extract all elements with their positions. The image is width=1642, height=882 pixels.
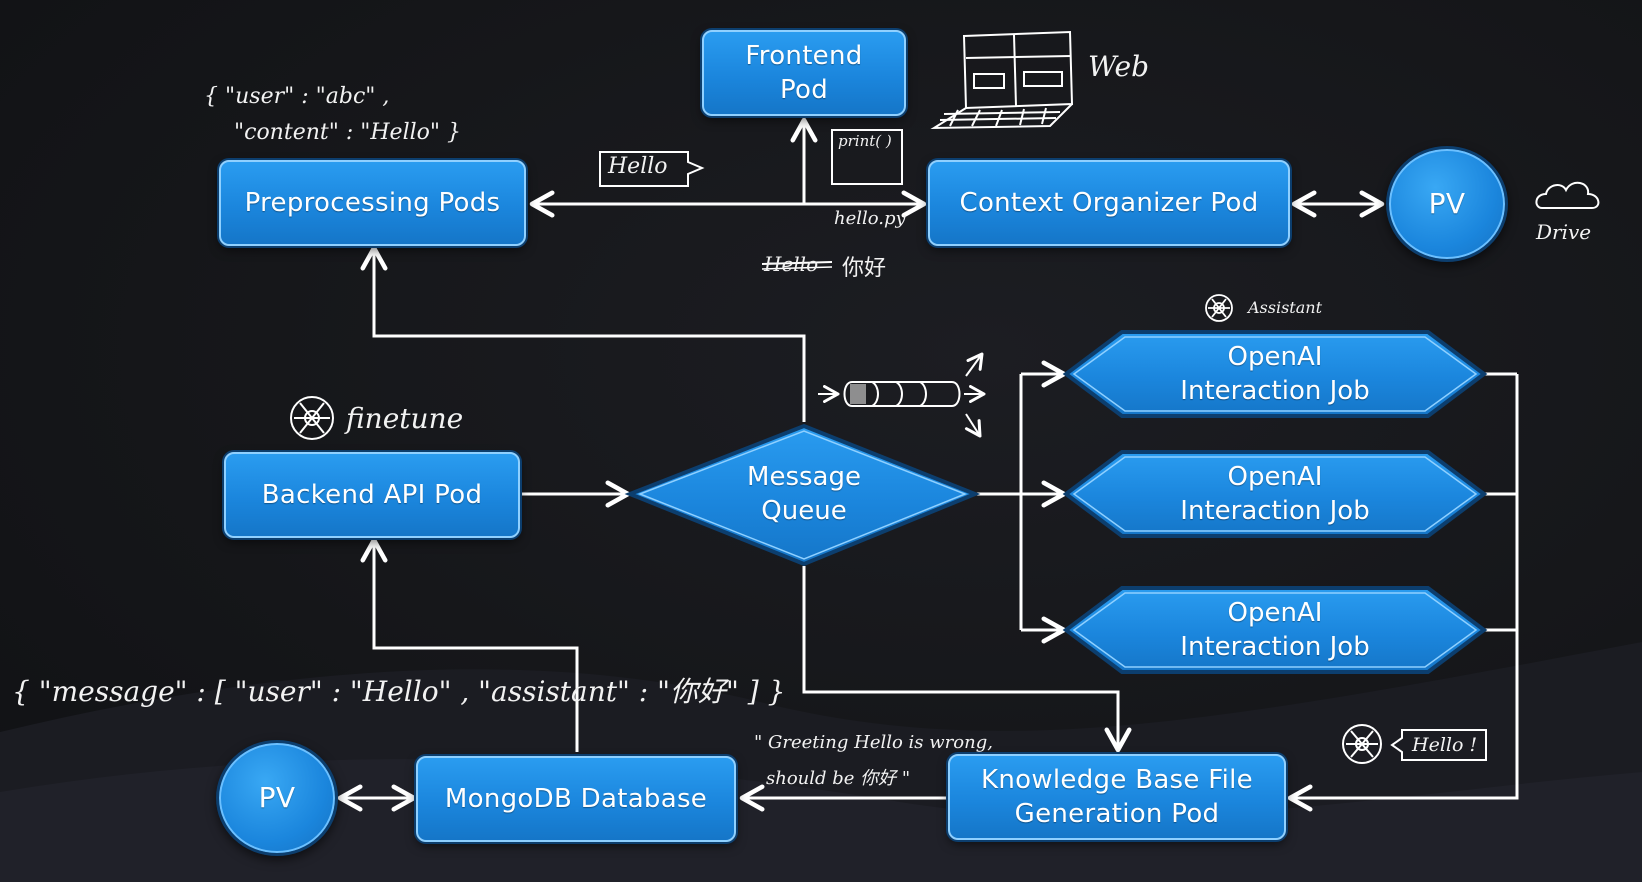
openai-job-1[interactable]: OpenAI Interaction Job bbox=[1180, 342, 1370, 406]
hello-bang-label: Hello ! bbox=[1412, 734, 1478, 756]
greeting-line-1: " Greeting Hello is wrong, bbox=[754, 732, 993, 753]
message-json-label: { "message" : [ "user" : "Hello" , "assi… bbox=[12, 675, 786, 708]
drive-label: Drive bbox=[1536, 220, 1592, 244]
user-json-line-1: { "user" : "abc" , bbox=[204, 84, 390, 109]
context-organizer-pod[interactable]: Context Organizer Pod bbox=[928, 160, 1290, 246]
edge-queue-knowledge bbox=[802, 566, 1132, 753]
hello-bang-bubble bbox=[1390, 729, 1487, 761]
assistant-label: Assistant bbox=[1248, 298, 1323, 317]
user-json-line-2: "content" : "Hello" } bbox=[234, 120, 461, 145]
laptop-icon bbox=[930, 30, 1074, 130]
cloud-icon bbox=[1535, 181, 1600, 209]
print-sheet-shape bbox=[831, 129, 903, 185]
mongodb-database[interactable]: MongoDB Database bbox=[416, 756, 736, 842]
finetune-label: finetune bbox=[346, 402, 464, 435]
openai-job-shapes bbox=[1062, 330, 1488, 674]
message-queue-shape bbox=[624, 423, 981, 567]
pv-bottom[interactable]: PV bbox=[216, 740, 338, 856]
edge-mongodb-backend bbox=[360, 537, 579, 752]
greeting-line-2: should be 你好 " bbox=[766, 768, 911, 789]
hello-bubble-shape bbox=[599, 151, 705, 187]
hello-bubble-label: Hello bbox=[608, 154, 668, 179]
hello-struck-label: Hello bbox=[764, 252, 819, 276]
backend-api-pod[interactable]: Backend API Pod bbox=[224, 452, 520, 538]
message-queue-label[interactable]: Message Queue bbox=[747, 462, 861, 526]
openai-logo-icon bbox=[1342, 724, 1382, 764]
hello-strike bbox=[761, 261, 833, 265]
print-label: print( ) bbox=[838, 132, 892, 150]
frontend-pod[interactable]: Frontend Pod bbox=[702, 30, 906, 116]
openai-job-2[interactable]: OpenAI Interaction Job bbox=[1180, 462, 1370, 526]
edge-openai-to-knowledge bbox=[1287, 374, 1519, 812]
nihao-label: 你好 bbox=[842, 256, 887, 281]
openai-job-3[interactable]: OpenAI Interaction Job bbox=[1180, 598, 1370, 662]
web-label: Web bbox=[1088, 50, 1149, 83]
knowledge-base-pod[interactable]: Knowledge Base File Generation Pod bbox=[948, 754, 1286, 840]
openai-logo-icon bbox=[290, 396, 334, 440]
openai-logo-icon bbox=[1205, 294, 1233, 322]
queue-cylinder-icon bbox=[818, 352, 986, 438]
hello-py-label: hello.py bbox=[834, 208, 906, 229]
preprocessing-pods[interactable]: Preprocessing Pods bbox=[219, 160, 526, 246]
edge-queue-preprocessing bbox=[360, 245, 806, 422]
pv-top[interactable]: PV bbox=[1386, 146, 1508, 262]
